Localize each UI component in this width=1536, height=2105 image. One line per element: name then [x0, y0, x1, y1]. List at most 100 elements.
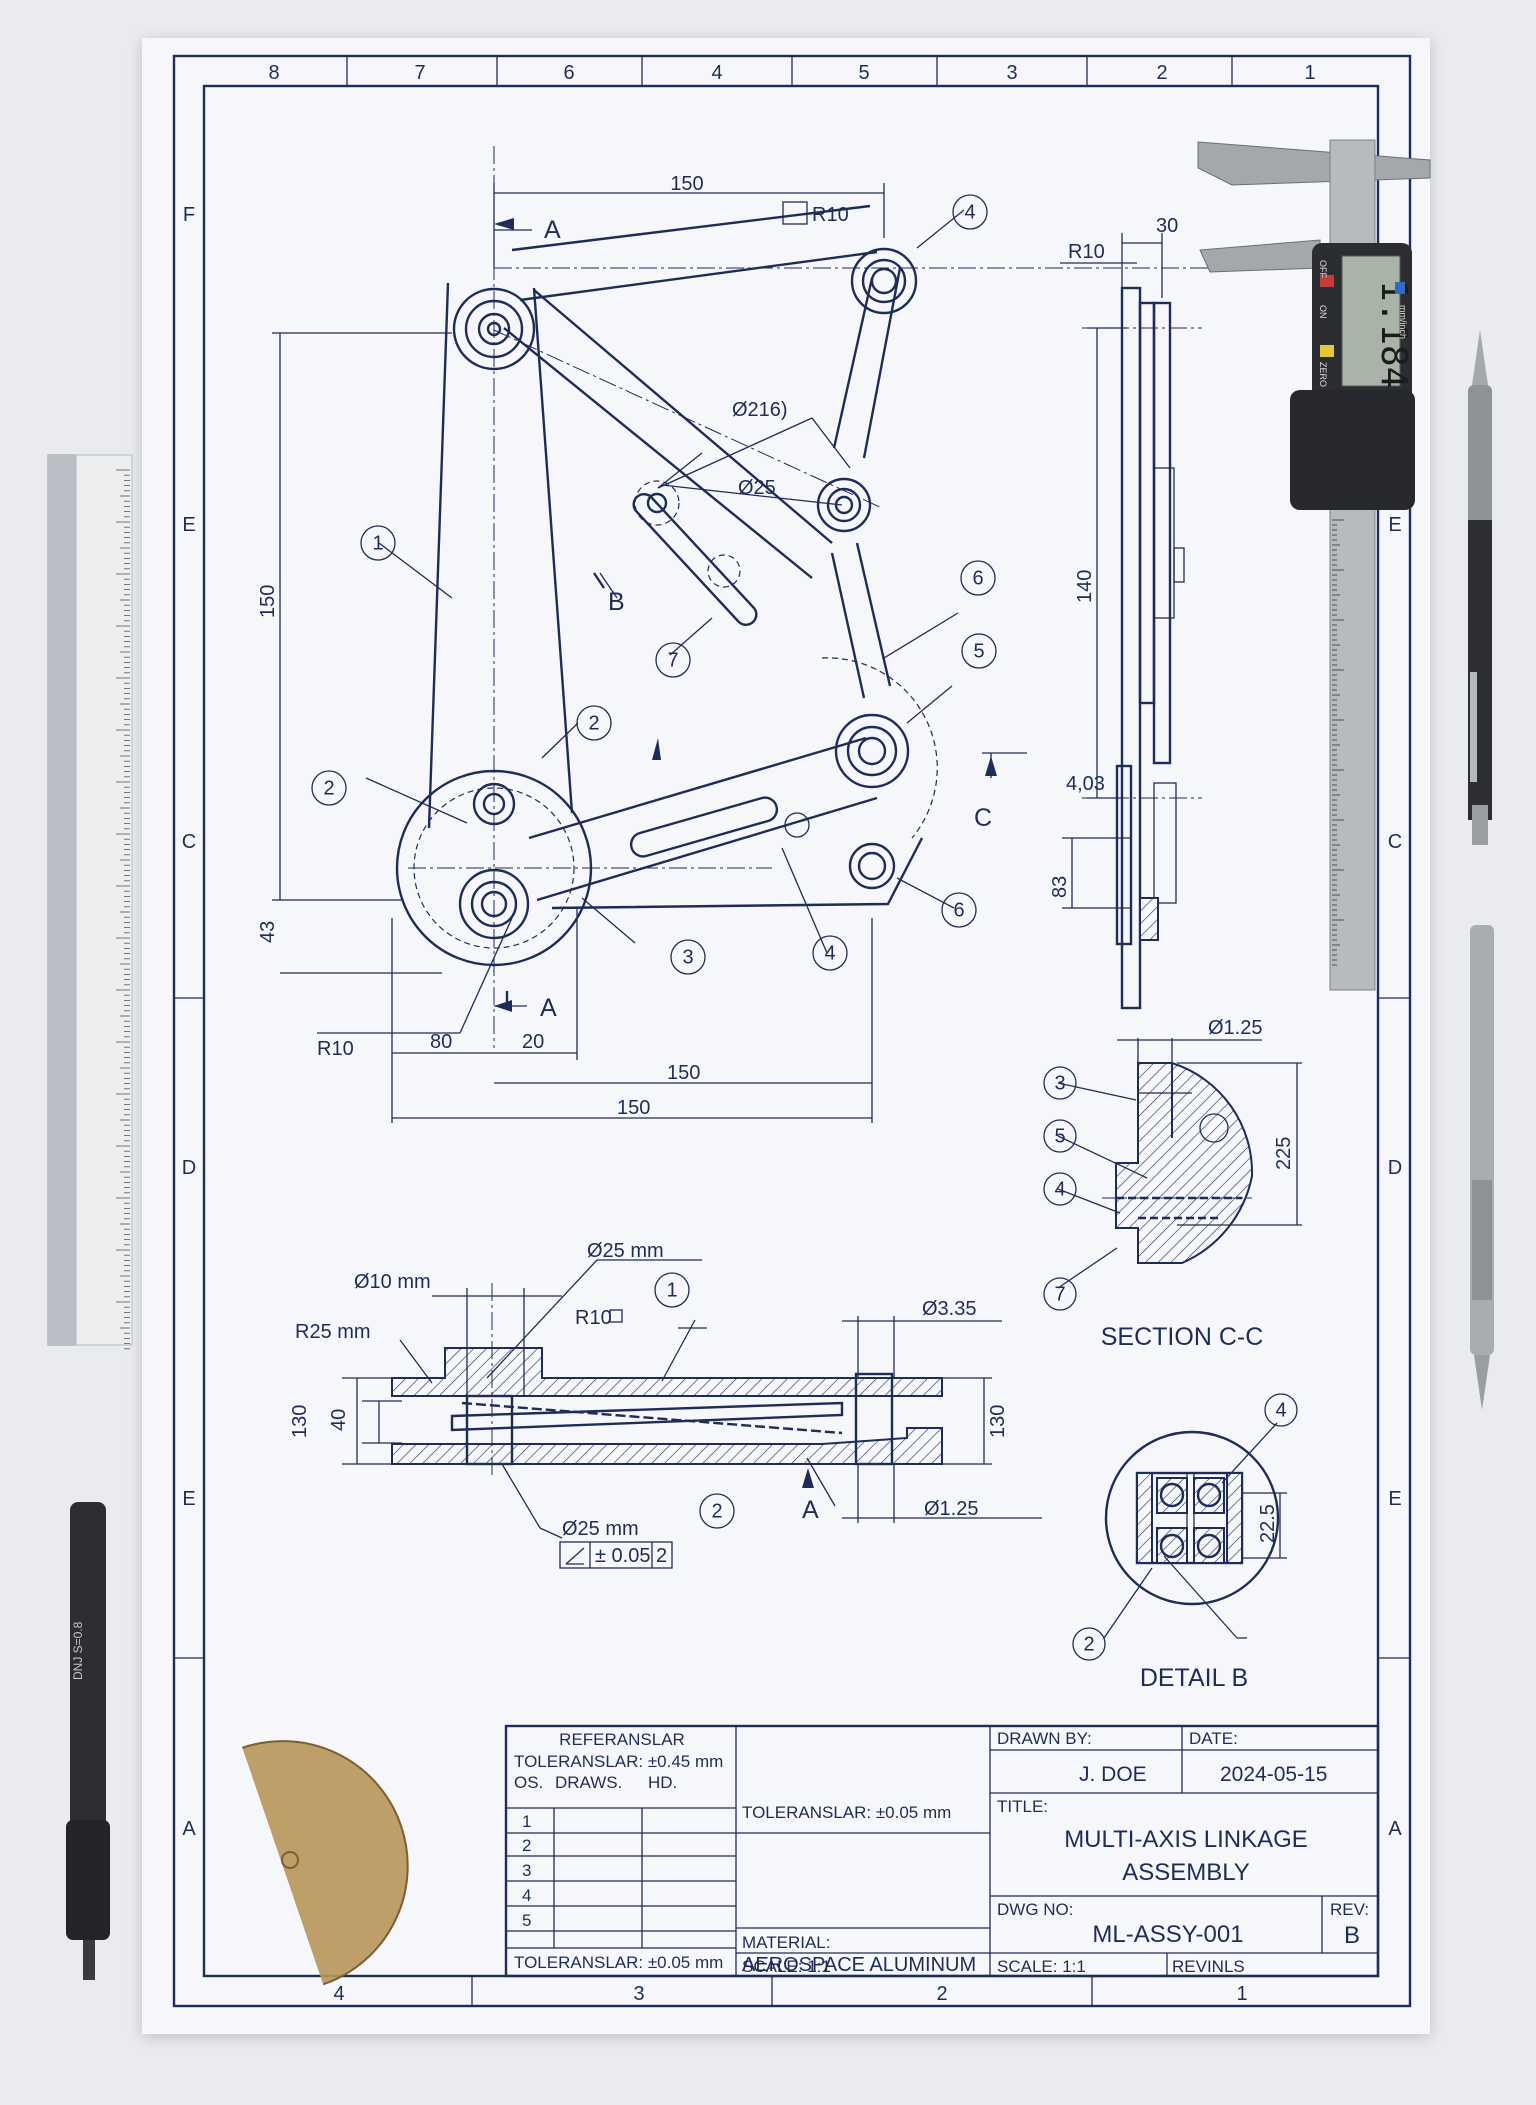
tol-frame-ref: 2 — [656, 1545, 667, 1567]
tb-dwg-value: ML-ASSY-001 — [1092, 1921, 1243, 1948]
zone-left-3: C — [182, 831, 196, 853]
balloon-3: 3 — [682, 946, 693, 968]
zone-labels-bottom: 4 3 2 1 — [333, 1983, 1247, 2005]
balloon-6b: 6 — [953, 899, 964, 921]
pin-7 — [634, 480, 680, 526]
technical-drawing: 8 7 6 4 5 3 2 1 4 3 2 1 F E C D E A E C … — [172, 54, 1412, 2008]
balloon-cc-4: 4 — [1054, 1178, 1065, 1200]
tb-rev-value: B — [1344, 1922, 1360, 1949]
link-3-outline — [528, 736, 924, 910]
dim-b20: 20 — [522, 1031, 544, 1053]
dim-top-150: 150 — [670, 173, 703, 195]
zone-left-2: E — [182, 514, 195, 536]
dim-side-83: 83 — [1049, 876, 1071, 898]
zone-labels-left: F E C D E A — [182, 204, 197, 1840]
tb-rev-col-os: OS. — [514, 1773, 543, 1792]
tb-rev-row-4: 4 — [522, 1886, 531, 1905]
pivot-base — [458, 868, 530, 940]
zone-ticks — [174, 56, 1410, 2006]
tb-rev-col-hd: HD. — [648, 1773, 677, 1792]
balloon-detail-4: 4 — [1275, 1399, 1286, 1421]
balloon-2a: 2 — [588, 712, 599, 734]
zone-right-4: E — [1388, 1488, 1401, 1510]
main-view-dim-lines — [272, 183, 1027, 1123]
tb-rev-label: REV: — [1330, 1900, 1369, 1919]
dim-b150a: 150 — [667, 1062, 700, 1084]
tb-title-line1: MULTI-AXIS LINKAGE — [1064, 1826, 1308, 1853]
tb-rev-col-draws: DRAWS. — [555, 1773, 622, 1792]
lower-view-geometry — [342, 1259, 1042, 1539]
zone-bottom-2: 3 — [633, 1983, 644, 2005]
zone-top-2: 7 — [414, 62, 425, 84]
zone-labels-right: E C D E A — [1388, 514, 1403, 1840]
tb-title-label: TITLE: — [997, 1797, 1048, 1816]
zone-top-4: 4 — [711, 62, 722, 84]
pencil-silver — [1470, 925, 1494, 1410]
zone-right-2: C — [1388, 831, 1402, 853]
dim-lower-r25mm: R25 mm — [295, 1321, 371, 1343]
tol-frame-value: ± 0.05 — [595, 1545, 650, 1567]
balloon-7: 7 — [667, 649, 678, 671]
section-marks: A A B C — [494, 216, 997, 1022]
pivot-top-right — [850, 247, 918, 315]
section-mark-c: C — [974, 804, 992, 832]
tb-scale-left: SCALE: 1:1 — [742, 1957, 831, 1976]
section-cc-geometry — [1057, 1038, 1302, 1289]
tb-general-tol: TOLERANSLAR: ±0.05 mm — [742, 1803, 951, 1822]
lower-view-mark-a: A — [802, 1496, 819, 1524]
dim-left-43: 43 — [257, 921, 279, 943]
tb-date-label: DATE: — [1189, 1729, 1238, 1748]
dim-side-403: 4,03 — [1066, 773, 1105, 795]
dim-b150b: 150 — [617, 1097, 650, 1119]
zone-right-3: D — [1388, 1157, 1402, 1179]
zone-left-5: E — [182, 1488, 195, 1510]
pivot-top-left — [452, 287, 536, 371]
detail-b-text: 22.5 DETAIL B 4 2 — [1072, 1393, 1298, 1692]
tb-ref-heading: REFERANSLAR — [559, 1730, 685, 1749]
dim-side-30: 30 — [1156, 215, 1178, 237]
lower-view-text: Ø25 mm Ø10 mm R25 mm R10 Ø3.35 130 40 13… — [289, 1240, 1009, 1569]
detail-b-title: DETAIL B — [1140, 1664, 1248, 1692]
main-view-balloons: 1 2 2 3 4 4 5 6 6 7 — [311, 194, 997, 975]
tb-rev-row-5: 5 — [522, 1911, 531, 1930]
dim-left-150: 150 — [257, 585, 279, 618]
dim-lower-335: Ø3.35 — [922, 1298, 976, 1320]
section-mark-a-bottom: A — [540, 994, 557, 1022]
caliper-btn-zero: ZERO — [1318, 362, 1328, 387]
pivot-2 — [472, 782, 516, 826]
balloon-4a: 4 — [964, 201, 975, 223]
dim-r10-top: R10 — [812, 204, 849, 226]
main-view-leaders — [365, 209, 965, 954]
pivot-6 — [848, 842, 896, 890]
zone-top-3: 6 — [563, 62, 574, 84]
main-view-dim-text: 150 R10 Ø216) Ø25 150 43 R10 80 20 150 1… — [257, 173, 849, 1119]
zone-top-8: 1 — [1304, 62, 1315, 84]
base-disc — [395, 769, 593, 967]
section-mark-a-top: A — [544, 216, 561, 244]
tb-material-value: AEROSPACE ALUMINUM — [742, 1954, 976, 1976]
link-6-bar — [830, 542, 892, 699]
balloon-1: 1 — [372, 532, 383, 554]
dim-cc-225: 225 — [1273, 1137, 1295, 1170]
zone-top-5: 5 — [858, 62, 869, 84]
fineliner-pen: DNJ S=0.8 — [66, 1502, 110, 1980]
caliper-btn-on: ON — [1318, 305, 1328, 319]
dim-lower-130-right: 130 — [987, 1405, 1009, 1438]
dim-dia216: Ø216) — [732, 399, 788, 421]
zone-labels-top: 8 7 6 4 5 3 2 1 — [268, 62, 1315, 84]
balloon-5: 5 — [973, 640, 984, 662]
tb-title-line2: ASSEMBLY — [1122, 1859, 1250, 1886]
tb-rev-row-1: 1 — [522, 1812, 531, 1831]
zone-bottom-4: 1 — [1236, 1983, 1247, 2005]
detail-b-geometry — [1104, 1422, 1287, 1639]
drawing-sheet: 8 7 6 4 5 3 2 1 4 3 2 1 F E C D E A E C … — [142, 38, 1430, 2034]
tb-ref-tol-bottom: TOLERANSLAR: ±0.05 mm — [514, 1953, 723, 1972]
dim-cc-125: Ø1.25 — [1208, 1017, 1262, 1039]
top-bar — [511, 204, 878, 302]
tb-dwg-label: DWG NO: — [997, 1900, 1074, 1919]
protractor — [242, 1740, 409, 1986]
balloon-cc-5: 5 — [1054, 1125, 1065, 1147]
dim-r10-left: R10 — [317, 1038, 354, 1060]
title-block-text: REFERANSLAR TOLERANSLAR: ±0.45 mm OS. DR… — [514, 1729, 1369, 1976]
